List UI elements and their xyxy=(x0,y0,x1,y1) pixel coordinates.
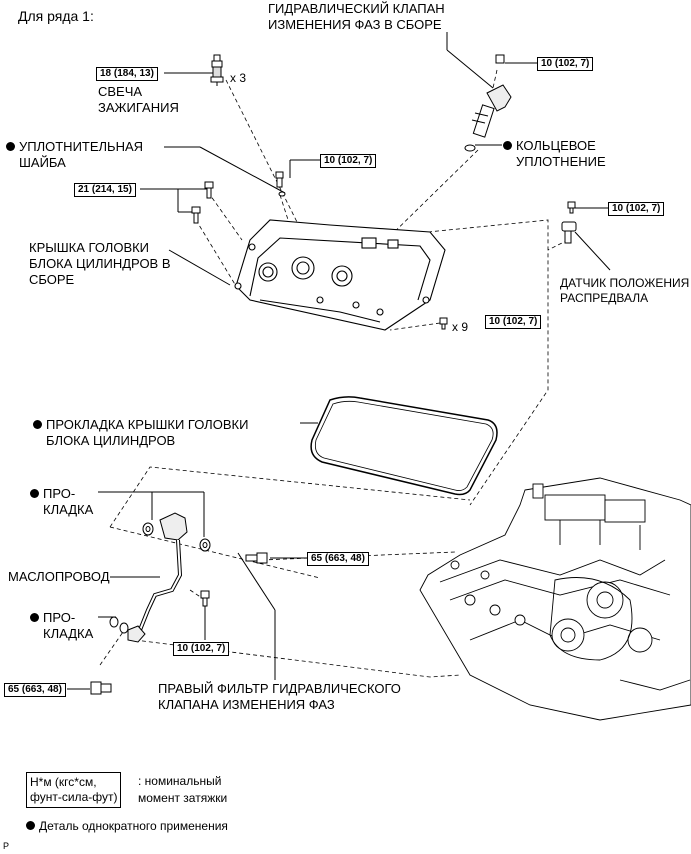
black-dot-icon xyxy=(30,489,39,498)
torque-cover-bolts-right: 10 (102, 7) xyxy=(485,315,542,329)
single-use-legend: Деталь однократного применения xyxy=(26,818,228,834)
black-dot-icon xyxy=(33,420,42,429)
torque-washer-bolt: 10 (102, 7) xyxy=(320,154,377,168)
torque-union-bolt-left: 65 (663, 48) xyxy=(4,683,66,697)
seal-washer-label: УПЛОТНИТЕЛЬНАЯ ШАЙБА xyxy=(6,139,143,171)
torque-spark-plug: 18 (184, 13) xyxy=(96,67,158,81)
black-dot-icon xyxy=(6,142,15,151)
torque-unit-legend: Н*м (кгс*см,фунт-сила-фут) xyxy=(26,772,122,808)
black-dot-icon xyxy=(503,141,512,150)
black-dot-icon xyxy=(30,613,39,622)
cover-gasket-label: ПРОКЛАДКА КРЫШКИ ГОЛОВКИ БЛОКА ЦИЛИНДРОВ xyxy=(33,417,248,449)
gasket-lower-label: ПРО- КЛАДКА xyxy=(30,610,93,642)
o-ring-label: КОЛЬЦЕВОЕ УПЛОТНЕНИЕ xyxy=(503,138,606,170)
torque-union-bolt-right: 65 (663, 48) xyxy=(307,552,369,566)
torque-cam-sensor-bolt: 10 (102, 7) xyxy=(608,202,665,216)
torque-cover-bolts-left: 21 (214, 15) xyxy=(74,183,136,197)
black-dot-icon xyxy=(26,821,35,830)
cover-bolts-multiplier: x 9 xyxy=(452,320,469,334)
oil-pipe-label: МАСЛОПРОВОД xyxy=(8,569,110,584)
torque-ocv-bolt: 10 (102, 7) xyxy=(537,57,594,71)
page-mark: P xyxy=(3,841,10,851)
torque-pipe-bolt: 10 (102, 7) xyxy=(173,642,230,656)
gasket-upper-label: ПРО- КЛАДКА xyxy=(30,486,93,518)
spark-plug-multiplier: x 3 xyxy=(230,71,247,85)
row-title: Для ряда 1: xyxy=(18,8,94,24)
